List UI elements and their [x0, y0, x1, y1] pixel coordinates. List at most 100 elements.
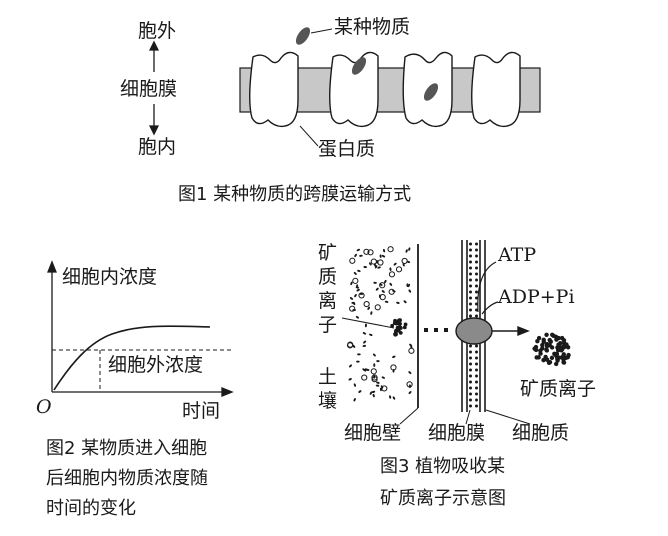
- soil-grain: [401, 257, 408, 265]
- ion-dot: [398, 318, 402, 323]
- soil-speck: [351, 301, 355, 304]
- soil-speck: [373, 363, 376, 367]
- soil-grain: [379, 282, 386, 289]
- soil-grain: [371, 376, 378, 383]
- substance-particle: [295, 27, 311, 45]
- soil-speck: [363, 266, 367, 269]
- ion-dot: [556, 335, 561, 341]
- up-arrow: [148, 40, 160, 72]
- membrane-dot: [475, 386, 478, 390]
- soil-grain: [381, 385, 388, 392]
- soil-speck: [384, 279, 387, 284]
- soil-speck: [369, 391, 373, 395]
- membrane-dot: [469, 254, 472, 258]
- membrane-dot: [475, 290, 478, 294]
- membrane-dot: [475, 344, 478, 348]
- fig2-caption-line-2: 后细胞内物质浓度随: [46, 468, 208, 489]
- membrane-protein: [249, 51, 299, 128]
- soil-grain: [370, 368, 377, 375]
- soil-speck: [375, 384, 380, 387]
- soil-speck: [356, 360, 360, 363]
- soil-speck: [367, 306, 370, 310]
- soil-speck: [349, 297, 354, 300]
- soil-speck: [393, 262, 397, 266]
- soil-speck: [359, 292, 364, 295]
- soil-grain: [387, 246, 394, 253]
- soil-speck: [362, 344, 367, 347]
- carrier-protein: [455, 317, 493, 345]
- soil-speck: [362, 332, 367, 335]
- membrane-dot: [469, 356, 472, 360]
- soil-grain: [408, 347, 415, 354]
- soil-speck: [396, 301, 400, 304]
- fig3-caption-line-2: 矿质离子示意图: [380, 488, 506, 509]
- membrane-dot: [469, 314, 472, 318]
- soil-speck: [389, 282, 393, 286]
- soil-speck: [356, 288, 360, 292]
- soil-speck: [392, 396, 396, 400]
- soil-speck: [352, 344, 356, 348]
- ion-dot: [554, 351, 560, 357]
- membrane-dots: [469, 242, 478, 408]
- membrane-dot: [475, 398, 478, 402]
- fig2-ref-label: 细胞外浓度: [108, 354, 204, 376]
- fig3-caption-line-1: 图3 植物吸收某: [380, 456, 506, 477]
- soil-grain: [379, 294, 386, 301]
- ion-dot: [565, 355, 570, 360]
- membrane-dot: [469, 308, 472, 312]
- soil-speck: [356, 248, 360, 252]
- membrane-dot: [475, 248, 478, 252]
- soil-speck: [392, 289, 396, 293]
- wall-label: 细胞壁: [344, 422, 402, 444]
- soil-speck: [381, 290, 385, 293]
- ion-dot: [553, 361, 559, 367]
- membrane-dot: [475, 254, 478, 258]
- soil-speck: [359, 254, 363, 257]
- soil-grain: [388, 271, 396, 278]
- soil-speck: [363, 340, 367, 344]
- cytoplasm-leader-line: [485, 409, 531, 425]
- membrane-dot: [475, 374, 478, 378]
- soil-grain: [349, 305, 356, 312]
- ion-cluster-cell: [532, 332, 571, 367]
- ion-dot: [548, 339, 553, 344]
- membrane-dot: [469, 248, 472, 252]
- membrane-dot: [469, 398, 472, 402]
- fig2-ylabel: 细胞内浓度: [62, 266, 158, 288]
- ion-dot: [403, 322, 408, 327]
- fig2-caption-line-1: 图2 某物质进入细胞: [46, 438, 208, 459]
- ion-dot: [549, 355, 555, 361]
- membrane-dot: [469, 260, 472, 264]
- soil-grain: [406, 381, 413, 388]
- soil-speck: [355, 315, 360, 319]
- ion-dot: [565, 345, 571, 350]
- membrane-protein: [471, 51, 521, 128]
- ion-path-dot: [434, 328, 438, 332]
- ion-dot: [536, 335, 542, 341]
- soil-speck: [369, 333, 373, 336]
- wall-leader-line: [399, 407, 419, 425]
- membrane-dot: [469, 404, 472, 408]
- membrane-dot: [469, 368, 472, 372]
- membrane-leader-line: [465, 409, 471, 425]
- ion-dot: [547, 359, 553, 365]
- ion-cluster-soil: [390, 318, 408, 337]
- leader-line: [299, 125, 319, 147]
- membrane-dot: [475, 242, 478, 246]
- soil-speck: [370, 311, 373, 315]
- membrane-dot: [475, 356, 478, 360]
- soil-speck: [357, 269, 361, 273]
- ion-dot: [394, 332, 398, 337]
- soil-speck: [408, 391, 412, 395]
- atp-arrow: [477, 261, 497, 313]
- soil-speck: [408, 371, 412, 374]
- soil-grain: [367, 249, 374, 256]
- ion-dot: [561, 355, 566, 361]
- soil-speck: [408, 289, 412, 293]
- cell-membrane-label: 细胞膜: [428, 422, 486, 444]
- membrane-dot: [475, 272, 478, 276]
- soil-grain: [363, 300, 370, 308]
